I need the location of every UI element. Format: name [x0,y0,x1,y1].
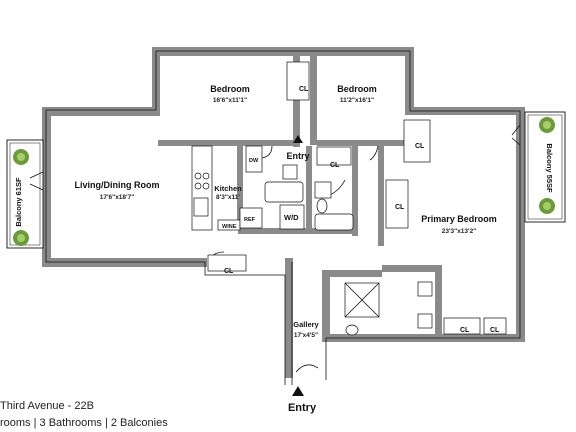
wall-living-left [42,107,51,267]
sink-icon [193,197,209,217]
vanity-icon [282,164,298,180]
ref-label: REF [244,217,256,223]
bedroom2-name: Bedroom [337,84,377,94]
bedroom2-dim: 11'2"x16'1" [340,97,374,104]
wall-bed2-bottom [317,140,407,146]
sink-icon [314,181,332,199]
closet-primary-1 [385,179,409,229]
wall-kitchen-right [237,146,243,230]
wall-gallery-left-in [285,258,293,378]
entry-top-label: Entry [286,151,309,161]
wd-label: W/D [284,213,299,222]
door-bath1 [261,145,273,159]
bedroom1-name: Bedroom [210,84,250,94]
sink-icon [417,281,433,297]
wall-primary-left [378,146,384,246]
entry-bottom-label: Entry [288,402,317,414]
door-balcony-right [511,124,521,146]
door-primary [369,145,379,161]
wall-bath3-top [382,265,442,272]
bath-fixtures [264,164,433,336]
door-entry [295,364,319,373]
doors [29,124,521,373]
caption-address: Third Avenue - 22B [0,400,94,412]
closet-label: CL [415,143,425,150]
wall-bed2-right [405,47,414,115]
gallery-dim: 17'x4'5" [294,332,318,339]
wall-bed1-bottom [158,140,298,146]
caption-summary: rooms | 3 Bathrooms | 2 Balconies [0,417,168,429]
wall-bath2-right [352,146,358,236]
wall-primary-right [516,107,525,342]
balcony-left-label: Balcony 61SF [14,177,23,227]
wall-bed-divider [293,55,300,147]
primary-dim: 23'3"x13'2" [442,228,477,235]
wall-living-top [42,107,160,116]
caption: Third Avenue - 22B rooms | 3 Bathrooms |… [0,398,300,432]
balcony-right-label: Balcony 55SF [545,143,554,193]
outline-west [45,51,286,385]
burner-icon [194,182,202,190]
kitchen-fixtures: DW WINE REF W/D [191,145,305,231]
closet-label: CL [299,86,309,93]
burner-icon [202,172,210,180]
wall-bath-divider [306,146,312,232]
dw-label: DW [249,158,259,164]
closet-primary-3 [443,317,481,335]
door-bath2 [329,179,346,196]
refrigerator [239,207,263,229]
closet-primary-2 [403,119,431,163]
burner-icon [194,172,202,180]
balcony-left: Balcony 61SF [6,139,44,249]
wall-bath3-right [435,265,442,335]
closets [207,61,507,335]
kitchen-dim: 8'3"x11' [216,194,240,201]
sink-icon [417,313,433,329]
closet-label: CL [490,327,500,334]
burner-icon [202,182,210,190]
wall-bed2-left [310,55,317,145]
door-balcony-left [29,171,44,191]
gallery-name: Gallery [293,320,319,329]
balcony-right: Balcony 55SF [524,111,566,223]
bathtub-icon [264,181,304,203]
wine-label: WINE [222,224,237,230]
closet-living [207,254,247,272]
dishwasher [245,145,263,173]
bedroom1-dim: 16'6"x11'1" [213,97,247,104]
wall-living-bottom [42,258,207,267]
closet-label: CL [330,162,340,169]
entry-arrow-icon [292,386,304,396]
washer-dryer [279,204,305,230]
toilet-icon [345,324,359,336]
kitchen-name: Kitchen [214,184,242,193]
kitchen-counter [191,145,213,231]
closet-primary-4 [483,317,507,335]
entry-top-arrow-icon [293,135,303,143]
outline-east [156,50,521,380]
wall-gallery-right [322,270,330,342]
wall-top [152,47,414,56]
bathtub-icon [314,213,354,231]
toilet-icon [316,198,328,214]
interior-walls [158,55,442,335]
living-name: Living/Dining Room [75,180,160,190]
closet-label: CL [224,268,234,275]
living-dim: 17'6"x18'7" [100,194,135,201]
wall-gallery-top [322,270,382,277]
thin-outlines [45,50,521,385]
wall-bath-bottom [238,228,358,234]
closet-label: CL [395,204,405,211]
primary-name: Primary Bedroom [421,214,497,224]
closet-label: CL [460,327,470,334]
closet-bed1 [286,61,310,101]
closet-bed2 [316,146,352,166]
